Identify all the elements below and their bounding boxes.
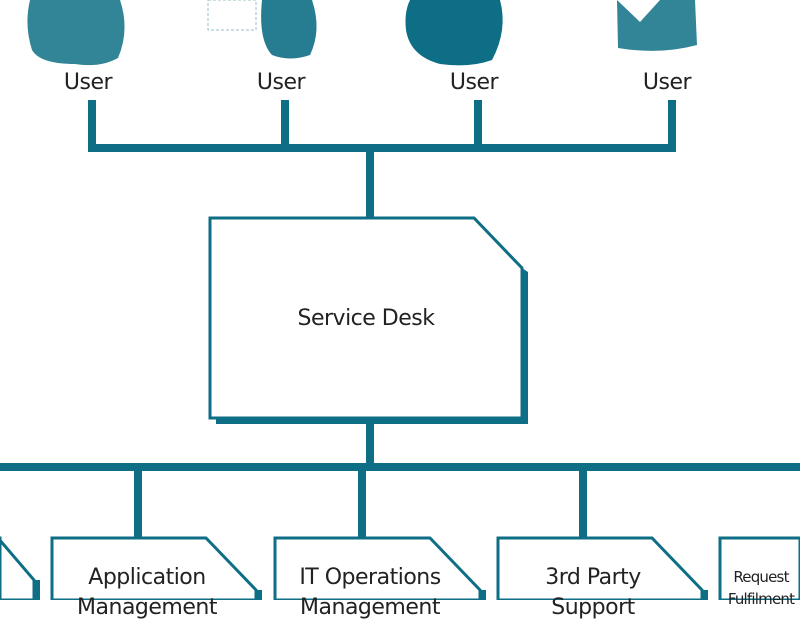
function-box-request-fulfilment: Request Fulfilment	[724, 566, 798, 610]
user-label: User	[449, 70, 499, 95]
function-label-line2: Management	[77, 595, 217, 620]
function-label-line2: Support	[551, 595, 635, 620]
user-icon	[27, 0, 125, 66]
function-label-line1: 3rd Party	[545, 565, 641, 590]
diagram-lines	[0, 0, 800, 600]
function-label-line1: Request	[733, 568, 789, 586]
function-label-line1: IT Operations	[299, 565, 441, 590]
service-desk-label: Service Desk	[297, 306, 435, 331]
service-desk-box	[208, 216, 528, 424]
function-box-3rd-party-support: 3rd Party Support	[493, 563, 693, 623]
user-label: User	[63, 70, 113, 95]
user-label: User	[642, 70, 692, 95]
user-label: User	[256, 70, 306, 95]
function-box-application-management: Application Management	[47, 563, 247, 623]
function-label-line1: Application	[88, 565, 206, 590]
function-box-it-operations-management: IT Operations Management	[270, 563, 470, 623]
user-icon	[405, 0, 503, 66]
user-icon	[617, 0, 697, 51]
function-label-line2: Fulfilment	[727, 590, 795, 608]
function-label-line2: Management	[300, 595, 440, 620]
user-icon	[207, 0, 317, 59]
